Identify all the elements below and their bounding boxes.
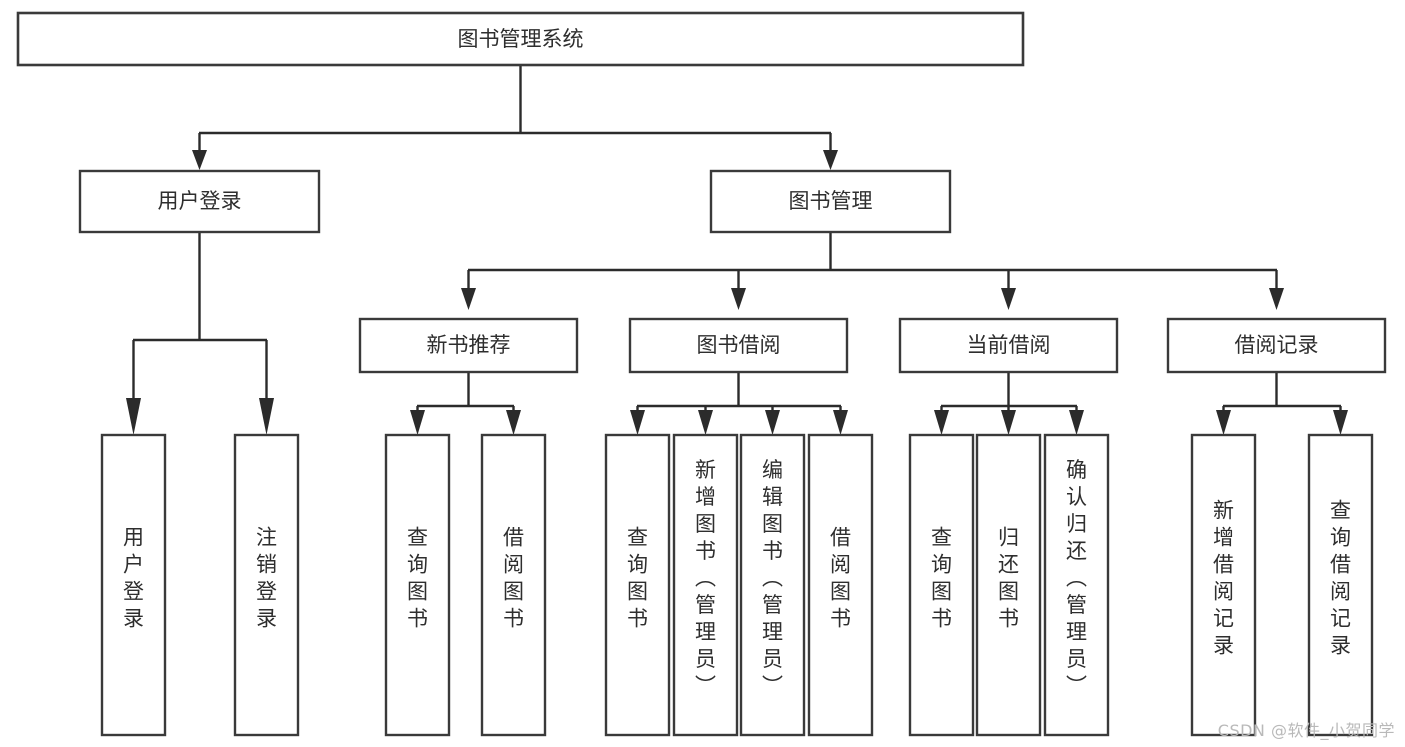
node-leaf-add-borrow-record-label: 新增借阅记录 <box>1213 499 1234 658</box>
node-leaf-logout-login[interactable]: 注销登录 <box>233 433 300 737</box>
connector-group-book-management <box>461 232 1284 310</box>
node-leaf-query-book-2-box[interactable] <box>604 433 671 737</box>
arrowhead-leaf-query-book-1 <box>410 410 425 435</box>
node-leaf-user-login-label: 用户登录 <box>123 526 144 631</box>
node-borrow-record[interactable]: 借阅记录 <box>1166 317 1387 374</box>
node-leaf-confirm-return-admin-label: 确认归还︵管理员︶ <box>1066 458 1087 698</box>
node-leaf-user-login[interactable]: 用户登录 <box>100 433 167 737</box>
arrowhead-leaf-add-book-admin <box>698 410 713 435</box>
connector-group-borrow-record <box>1216 372 1348 435</box>
node-leaf-confirm-return-admin[interactable]: 确认归还︵管理员︶ <box>1043 433 1110 737</box>
arrowhead-leaf-return-book <box>1001 410 1016 435</box>
arrowhead-borrow-record <box>1269 288 1284 310</box>
node-root-label: 图书管理系统 <box>458 27 584 51</box>
node-user-login-box[interactable] <box>78 169 321 234</box>
node-leaf-logout-login-box[interactable] <box>233 433 300 737</box>
node-leaf-borrow-book-1[interactable]: 借阅图书 <box>480 433 547 737</box>
node-leaf-borrow-book-2-label: 借阅图书 <box>830 526 851 631</box>
connector-group-book-borrow <box>630 372 848 435</box>
node-leaf-edit-book-admin-label: 编辑图书︵管理员︶ <box>762 458 783 698</box>
node-leaf-query-book-3[interactable]: 查询图书 <box>908 433 975 737</box>
arrowhead-leaf-borrow-book-2 <box>833 410 848 435</box>
connector-group-root <box>192 65 838 170</box>
node-leaf-query-borrow-record[interactable]: 查询借阅记录 <box>1307 433 1374 737</box>
node-leaf-add-borrow-record[interactable]: 新增借阅记录 <box>1190 433 1257 737</box>
node-book-management-label: 图书管理 <box>789 189 873 213</box>
node-leaf-borrow-book-1-box[interactable] <box>480 433 547 737</box>
node-current-borrow-box[interactable] <box>898 317 1119 374</box>
arrowhead-current-borrow <box>1001 288 1016 310</box>
node-leaf-add-book-admin[interactable]: 新增图书︵管理员︶ <box>672 433 739 737</box>
arrowhead-leaf-add-borrow-record <box>1216 410 1231 435</box>
node-leaf-edit-book-admin-box[interactable] <box>739 433 806 737</box>
node-leaf-query-book-1-box[interactable] <box>384 433 451 737</box>
node-leaf-query-book-1[interactable]: 查询图书 <box>384 433 451 737</box>
node-new-book-recommend-label: 新书推荐 <box>427 333 511 357</box>
node-leaf-return-book-box[interactable] <box>975 433 1042 737</box>
arrowhead-leaf-query-borrow-record <box>1333 410 1348 435</box>
node-leaf-confirm-return-admin-box[interactable] <box>1043 433 1110 737</box>
node-leaf-query-borrow-record-box[interactable] <box>1307 433 1374 737</box>
connector-group-user-login <box>126 232 274 435</box>
node-leaf-add-borrow-record-box[interactable] <box>1190 433 1257 737</box>
node-leaf-query-book-1-label: 查询图书 <box>407 526 428 631</box>
node-new-book-recommend[interactable]: 新书推荐 <box>358 317 579 374</box>
node-leaf-borrow-book-2-box[interactable] <box>807 433 874 737</box>
arrowhead-book-borrow <box>731 288 746 310</box>
arrowhead-leaf-query-book-2 <box>630 410 645 435</box>
node-book-borrow[interactable]: 图书借阅 <box>628 317 849 374</box>
node-root-box[interactable] <box>16 11 1025 67</box>
node-leaf-user-login-box[interactable] <box>100 433 167 737</box>
arrowhead-leaf-borrow-book-1 <box>506 410 521 435</box>
node-leaf-edit-book-admin[interactable]: 编辑图书︵管理员︶ <box>739 433 806 737</box>
node-book-borrow-label: 图书借阅 <box>697 333 781 357</box>
node-user-login-label: 用户登录 <box>158 189 242 213</box>
node-leaf-add-book-admin-label: 新增图书︵管理员︶ <box>695 458 716 698</box>
node-leaf-query-book-2[interactable]: 查询图书 <box>604 433 671 737</box>
connector-group-current-borrow <box>934 372 1084 435</box>
arrowhead-leaf-logout-login <box>259 398 274 435</box>
arrowhead-leaf-user-login <box>126 398 141 435</box>
arrowhead-leaf-query-book-3 <box>934 410 949 435</box>
arrowhead-user-login <box>192 150 207 170</box>
node-leaf-add-book-admin-box[interactable] <box>672 433 739 737</box>
node-leaf-borrow-book-2[interactable]: 借阅图书 <box>807 433 874 737</box>
node-leaf-return-book-label: 归还图书 <box>998 526 1019 631</box>
node-new-book-recommend-box[interactable] <box>358 317 579 374</box>
node-leaf-logout-login-label: 注销登录 <box>256 526 277 631</box>
node-root[interactable]: 图书管理系统 <box>16 11 1025 67</box>
node-leaf-query-borrow-record-label: 查询借阅记录 <box>1330 499 1351 658</box>
node-current-borrow-label: 当前借阅 <box>967 333 1051 357</box>
node-book-management[interactable]: 图书管理 <box>709 169 952 234</box>
node-borrow-record-label: 借阅记录 <box>1235 333 1319 357</box>
node-leaf-query-book-3-label: 查询图书 <box>931 526 952 631</box>
node-leaf-return-book[interactable]: 归还图书 <box>975 433 1042 737</box>
node-user-login[interactable]: 用户登录 <box>78 169 321 234</box>
arrowhead-leaf-edit-book-admin <box>765 410 780 435</box>
node-current-borrow[interactable]: 当前借阅 <box>898 317 1119 374</box>
arrowhead-new-book-recommend <box>461 288 476 310</box>
arrowhead-leaf-confirm-return-admin <box>1069 410 1084 435</box>
node-leaf-query-book-2-label: 查询图书 <box>627 526 648 631</box>
node-borrow-record-box[interactable] <box>1166 317 1387 374</box>
arrowhead-book-management <box>823 150 838 170</box>
node-book-management-box[interactable] <box>709 169 952 234</box>
connector-group-new-book-recommend <box>410 372 521 435</box>
node-book-borrow-box[interactable] <box>628 317 849 374</box>
node-leaf-borrow-book-1-label: 借阅图书 <box>503 526 524 631</box>
node-leaf-query-book-3-box[interactable] <box>908 433 975 737</box>
